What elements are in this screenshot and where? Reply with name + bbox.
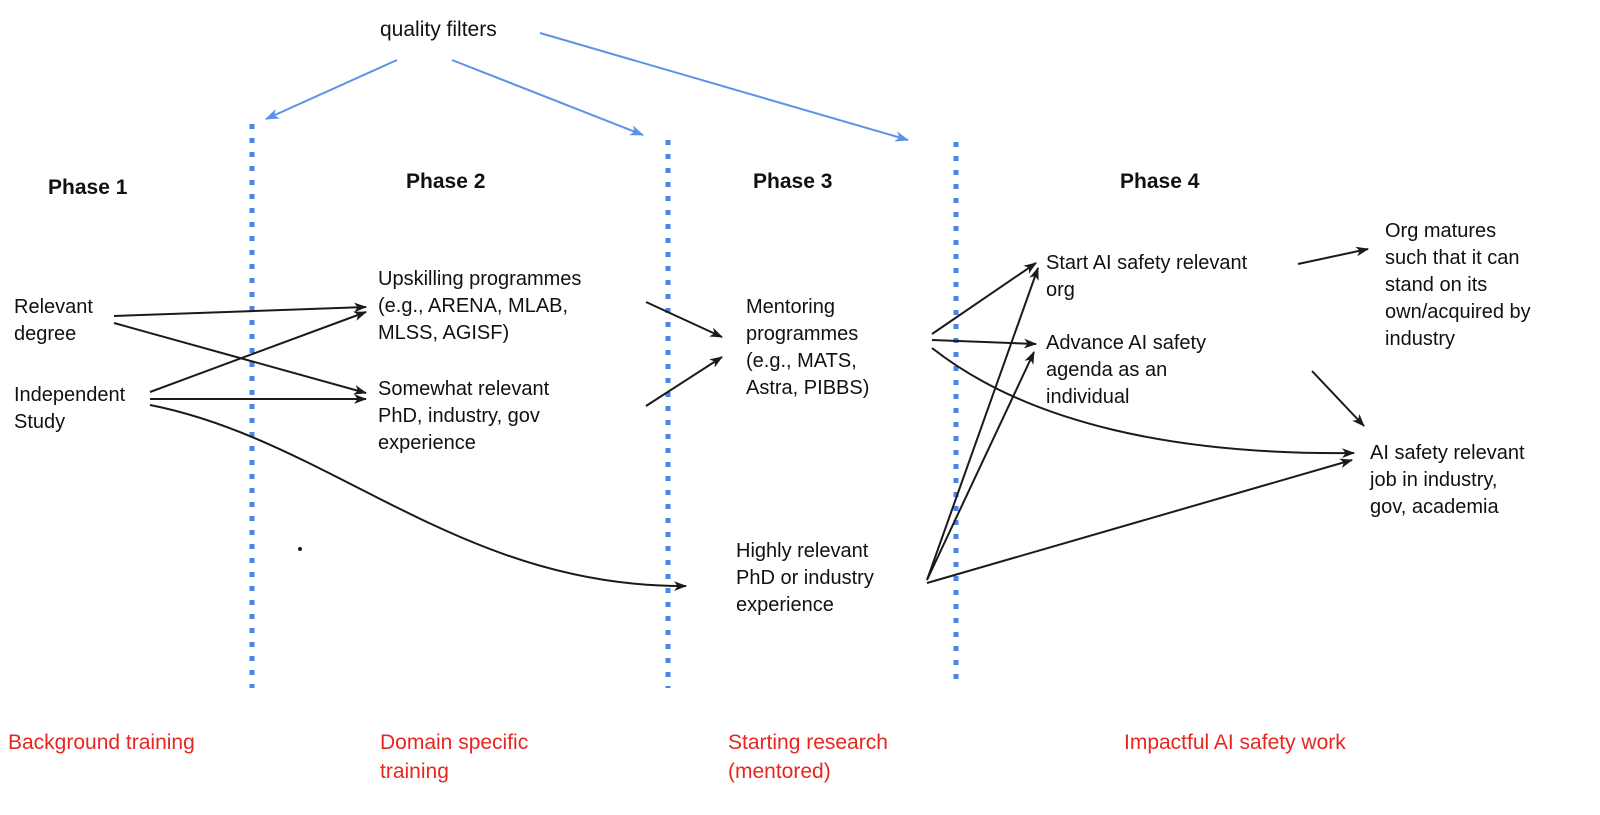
stage-label-background-training: Background training <box>8 731 195 754</box>
arrow-highly-to-start-org <box>926 266 1039 581</box>
node-ai-safety-job: AI safety relevant job in industry, gov,… <box>1370 442 1525 518</box>
node-advance-agenda: Advance AI safety agenda as an individua… <box>1046 332 1207 408</box>
arrow-highly-to-advance <box>926 351 1035 581</box>
arrow-highly-to-job <box>926 458 1354 584</box>
phase-4-header: Phase 4 <box>1120 170 1200 193</box>
arrow-independent-to-highly-relevant <box>149 404 688 591</box>
arrow-mentoring-to-job <box>931 347 1356 459</box>
quality-filter-arrow-1 <box>264 59 398 120</box>
quality-filters-label: quality filters <box>380 18 497 41</box>
quality-filter-arrow-2 <box>451 59 645 136</box>
node-mentoring-programmes: Mentoring programmes (e.g., MATS, Astra,… <box>746 296 870 399</box>
node-independent-study: Independent Study <box>14 384 126 433</box>
node-somewhat-relevant-experience: Somewhat relevant PhD, industry, gov exp… <box>378 378 550 454</box>
arrow-mentoring-to-start-org <box>931 262 1037 335</box>
arrow-somewhat-to-mentoring <box>645 356 723 407</box>
node-highly-relevant-experience: Highly relevant PhD or industry experien… <box>736 540 874 616</box>
node-upskilling-programmes: Upskilling programmes (e.g., ARENA, MLAB… <box>378 268 582 344</box>
stray-dot <box>298 547 302 551</box>
phase-1-header: Phase 1 <box>48 176 128 199</box>
arrow-mentoring-to-advance <box>931 338 1038 349</box>
arrow-start-org-to-org-matures <box>1297 246 1370 265</box>
arrow-upskilling-to-mentoring <box>645 301 723 338</box>
node-org-matures: Org matures such that it can stand on it… <box>1385 220 1531 350</box>
arrow-independent-to-upskilling <box>149 311 368 393</box>
quality-filter-arrow-3 <box>539 32 910 142</box>
phase-3-header: Phase 3 <box>753 170 833 193</box>
arrow-org-to-job <box>1311 370 1365 427</box>
stage-label-starting-research: Starting research (mentored) <box>728 731 888 783</box>
stage-label-domain-specific-training: Domain specific training <box>380 731 529 783</box>
arrow-degree-to-upskilling <box>113 302 368 317</box>
node-start-org: Start AI safety relevant org <box>1046 252 1248 301</box>
phase-2-header: Phase 2 <box>406 170 486 193</box>
stage-label-impactful-work: Impactful AI safety work <box>1124 731 1346 754</box>
node-relevant-degree: Relevant degree <box>14 296 93 345</box>
